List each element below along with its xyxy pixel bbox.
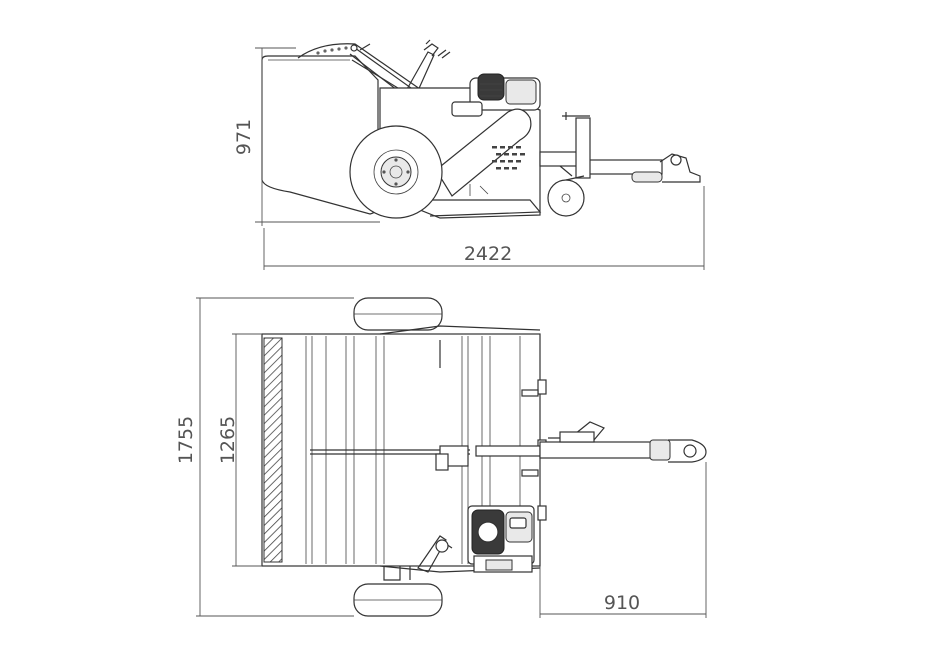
top-overall-width-dimension: 1755 — [175, 297, 354, 617]
top-drawbar — [475, 421, 707, 463]
top-working-width-label: 1265 — [217, 416, 239, 464]
top-drawbar-dimension: 910 — [539, 462, 707, 618]
top-brush-hatch — [263, 337, 283, 563]
side-drum-casing — [435, 108, 532, 197]
side-height-dimension: 971 — [233, 47, 380, 226]
top-engine — [467, 505, 535, 573]
top-view: 1755 1265 910 — [175, 297, 707, 618]
side-height-label: 971 — [233, 119, 255, 155]
side-drawbar — [539, 112, 701, 217]
side-cover-holes — [316, 46, 348, 55]
side-length-dimension: 2422 — [263, 186, 705, 270]
side-top-cover — [297, 43, 431, 105]
side-length-label: 2422 — [464, 243, 512, 265]
side-view: 971 2422 — [233, 39, 705, 270]
side-base-plate — [420, 199, 542, 217]
side-engine — [451, 73, 541, 117]
top-overall-width-label: 1755 — [175, 416, 197, 464]
top-drawbar-label: 910 — [604, 592, 640, 614]
side-main-wheel — [349, 125, 443, 219]
side-vent-slots — [492, 146, 525, 170]
top-working-width-dimension: 1265 — [217, 333, 262, 567]
